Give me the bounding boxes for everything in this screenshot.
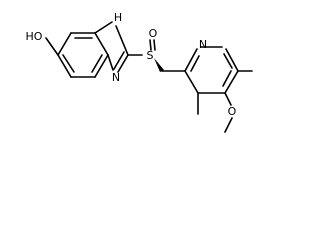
- bond: [94, 21, 113, 34]
- bond: [190, 55, 200, 72]
- bond: [57, 32, 72, 56]
- imidazole-n-label: N: [112, 71, 120, 84]
- bond: [224, 70, 239, 94]
- bond: [222, 70, 232, 87]
- bond: [184, 48, 198, 72]
- bond: [223, 53, 233, 69]
- bond: [113, 51, 125, 70]
- methoxy-oxygen-label: O: [228, 105, 237, 118]
- bond: [184, 70, 199, 94]
- bond: [115, 25, 129, 56]
- bond: [153, 39, 156, 51]
- bond-layer: [45, 21, 253, 133]
- bond: [94, 32, 109, 56]
- bond: [224, 117, 233, 133]
- wedge-bond: [154, 58, 164, 72]
- bond: [149, 39, 152, 51]
- bond: [224, 92, 232, 106]
- atom-labels: HO H N S O N O: [26, 11, 237, 118]
- bond: [107, 54, 114, 71]
- bond: [225, 48, 239, 72]
- bond: [45, 37, 59, 56]
- hydroxyl-label: HO: [26, 30, 43, 43]
- bond: [62, 54, 75, 73]
- sulfoxide-oxygen-label: O: [149, 27, 158, 40]
- bond: [57, 54, 72, 78]
- molecular-structure: HO H N S O N O: [26, 11, 253, 133]
- pyridine-n-label: N: [199, 38, 207, 51]
- sulfur-label: S: [147, 49, 154, 62]
- bond: [117, 54, 129, 73]
- bond: [91, 54, 103, 73]
- bond: [94, 54, 109, 78]
- nh-label: H: [114, 11, 122, 24]
